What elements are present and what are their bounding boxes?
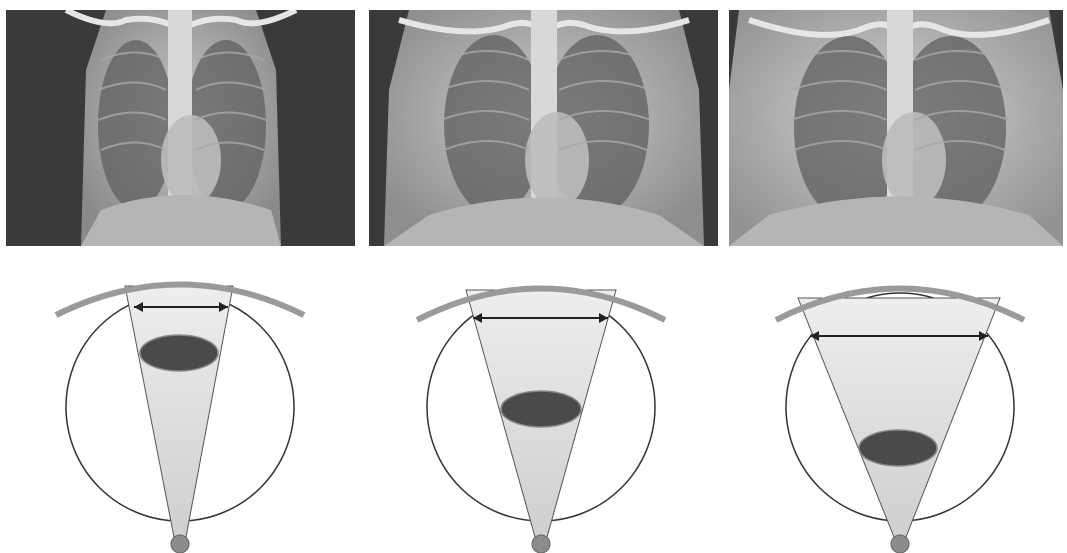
xray-beam bbox=[798, 298, 1000, 537]
chest-radiograph-3 bbox=[729, 10, 1063, 246]
geometry-diagram-3 bbox=[770, 262, 1030, 553]
chest-radiograph-1 bbox=[6, 10, 355, 246]
imaged-object bbox=[140, 335, 218, 371]
projection-geometry-icon bbox=[50, 262, 310, 553]
xray-beam bbox=[125, 286, 233, 537]
geometry-diagram-1 bbox=[50, 262, 310, 553]
projection-geometry-icon bbox=[770, 262, 1030, 553]
imaged-object bbox=[501, 391, 581, 427]
imaged-object bbox=[859, 430, 937, 466]
xray-source-icon bbox=[891, 535, 909, 553]
chest-radiograph-2 bbox=[369, 10, 718, 246]
chest-radiograph-icon bbox=[6, 10, 355, 246]
geometry-diagram-2 bbox=[411, 262, 671, 553]
xray-source-icon bbox=[532, 535, 550, 553]
chest-radiograph-icon bbox=[729, 10, 1063, 246]
projection-geometry-icon bbox=[411, 262, 671, 553]
chest-radiograph-icon bbox=[369, 10, 718, 246]
xray-source-icon bbox=[171, 535, 189, 553]
